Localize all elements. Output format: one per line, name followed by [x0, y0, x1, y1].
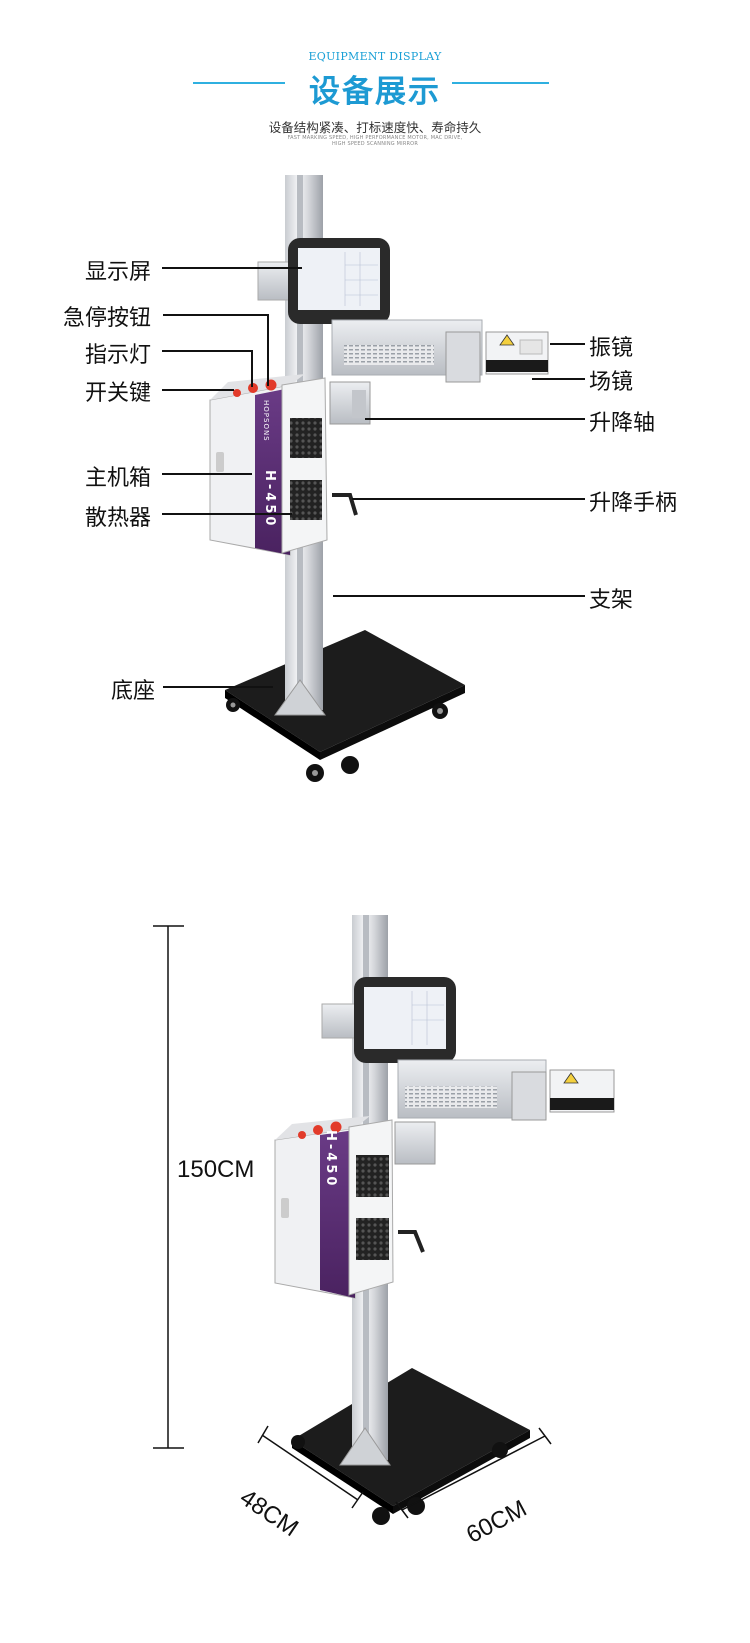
title-right-rule [452, 82, 549, 84]
title-left-rule [193, 82, 285, 84]
column-foot [274, 679, 326, 716]
model-label: H-450 [262, 470, 277, 529]
label-display-screen: 显示屏 [85, 260, 152, 285]
leader-galvanometer [550, 343, 585, 345]
label-indicator-light: 指示灯 [85, 343, 152, 368]
leader-power-switch [162, 389, 234, 391]
label-main-cabinet: 主机箱 [85, 466, 152, 491]
brand-label: HOPSONS [262, 400, 270, 442]
leader-lift-shaft [365, 418, 585, 420]
width-dimension-line [401, 1435, 546, 1511]
label-field-lens: 场镜 [589, 370, 634, 395]
leader-stand [333, 595, 585, 597]
label-galvanometer: 振镜 [589, 336, 634, 361]
leader-field-lens [532, 378, 585, 380]
label-power-switch: 开关键 [85, 381, 152, 406]
machine-illustration-labeled [209, 175, 549, 782]
leader-indicator-light [162, 350, 252, 352]
label-stand: 支架 [589, 588, 634, 613]
height-dimension-label: 150CM [175, 1156, 257, 1184]
label-lift-handle: 升降手柄 [589, 491, 678, 516]
model-label-2: H-450 [323, 1130, 338, 1189]
label-heat-sink: 散热器 [85, 506, 152, 531]
fan-bottom [290, 480, 322, 520]
leader-heat-sink [162, 513, 292, 515]
leader-main-cabinet [162, 473, 252, 475]
leader-display-screen [162, 267, 302, 269]
leader-base [163, 686, 273, 688]
label-base: 底座 [111, 679, 156, 704]
machine-illustration-dimensions [153, 915, 615, 1525]
section-subtitle: 设备结构紧凑、打标速度快、寿命持久 [268, 120, 482, 135]
tagline-line-1: FAST MARKING SPEED, HIGH PERFORMANCE MOT… [287, 135, 463, 141]
depth-dimension-line [261, 1434, 359, 1501]
leader-emergency-stop [163, 314, 268, 316]
base-plate [225, 630, 465, 752]
label-lift-shaft: 升降轴 [589, 411, 656, 436]
label-emergency-stop: 急停按钮 [63, 306, 152, 331]
section-title-cn: 设备展示 [309, 74, 441, 110]
fan-top [290, 418, 322, 458]
leader-lift-handle [352, 498, 585, 500]
tagline-line-2: HIGH SPEED SCANNING MIRROR [332, 141, 418, 147]
section-title-en: EQUIPMENT DISPLAY [308, 50, 442, 63]
